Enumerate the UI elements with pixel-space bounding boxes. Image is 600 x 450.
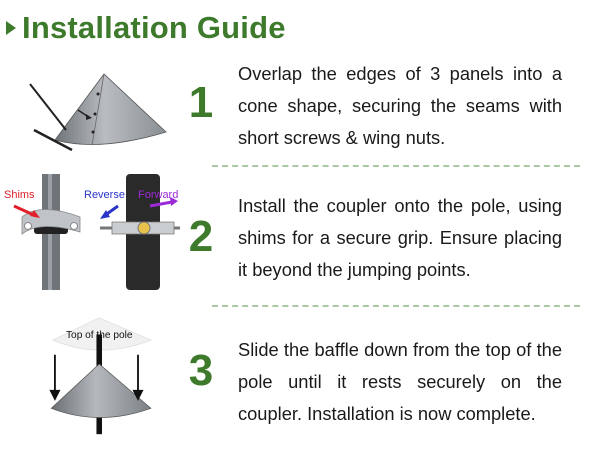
cone-assembly-illustration: [29, 73, 167, 152]
page-title: Installation Guide: [22, 10, 286, 45]
step-2: Shims Reverse Forward 2 Install the coup…: [0, 172, 600, 292]
baffle-installation-illustration: Top of the pole: [49, 317, 152, 435]
coupler-illustration: Shims Reverse Forward: [4, 174, 180, 290]
step-number: 2: [188, 212, 214, 261]
step-number: 3: [188, 346, 214, 395]
step-instructions: Slide the baffle down from the top of th…: [238, 339, 562, 424]
step-divider: [212, 165, 580, 167]
step-instructions: Install the coupler onto the pole, using…: [238, 195, 562, 280]
step-divider: [212, 305, 580, 307]
top-of-pole-label: Top of the pole: [66, 330, 133, 341]
guide-header: Installation Guide: [6, 8, 286, 48]
play-arrow-icon: [6, 21, 16, 35]
forward-label: Forward: [138, 189, 178, 201]
shims-label: Shims: [4, 189, 35, 201]
step-number: 1: [188, 78, 214, 127]
step-instructions: Overlap the edges of 3 panels into a con…: [238, 63, 562, 148]
step-3: Top of the pole 3 Slide the baffle down …: [0, 316, 600, 446]
reverse-label: Reverse: [84, 189, 125, 201]
step-1: 1 Overlap the edges of 3 panels into a c…: [0, 52, 600, 162]
